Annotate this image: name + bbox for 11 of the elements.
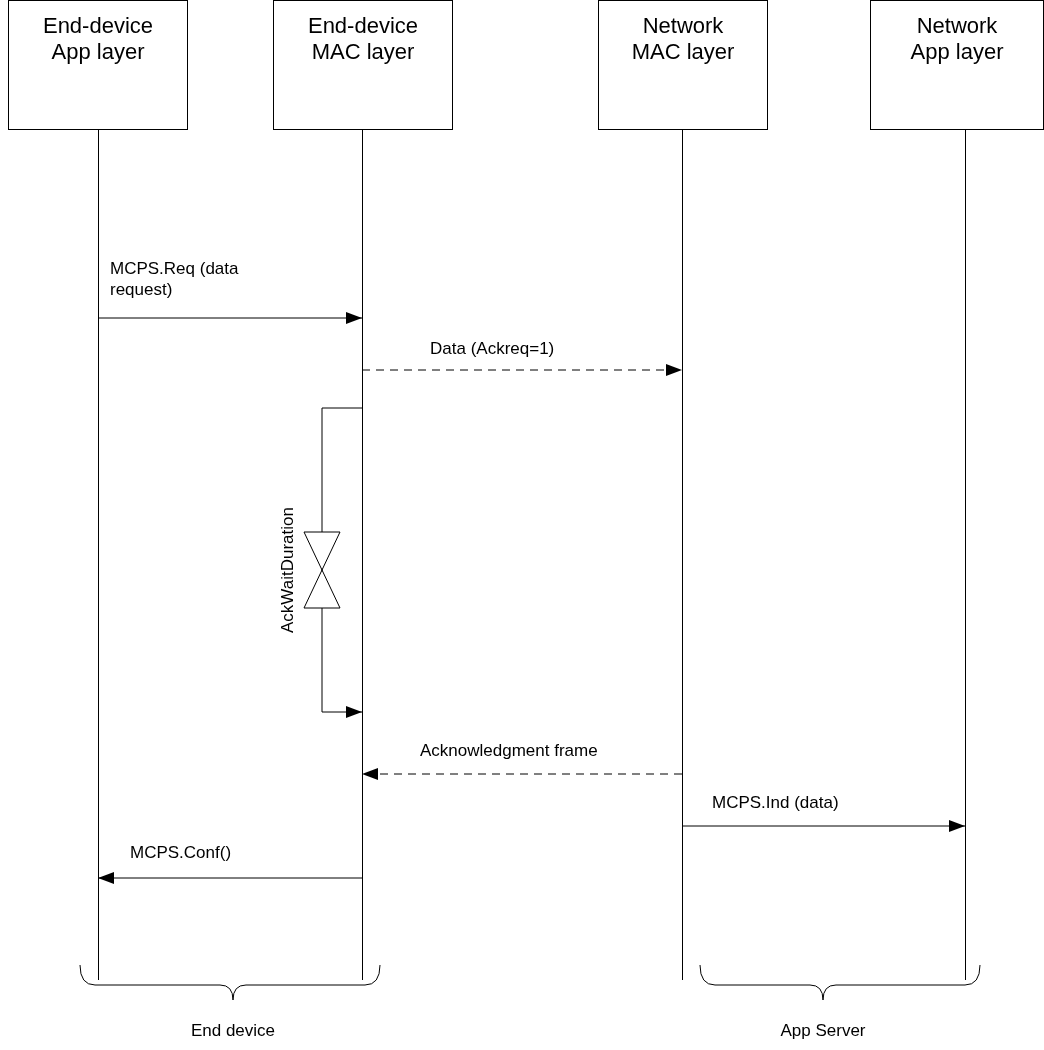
participant-name: End-device App layer [41, 13, 155, 66]
message-arrow [97, 312, 363, 324]
participant-name: Network MAC layer [630, 13, 736, 66]
message-arrow [361, 768, 683, 780]
participant-name: Network App layer [909, 13, 1005, 66]
participant-name: End-device MAC layer [306, 13, 420, 66]
timer-arrow [303, 407, 363, 718]
message-arrow [97, 872, 363, 884]
message-arrow [681, 820, 966, 832]
message-label: AckWaitDuration [277, 507, 298, 633]
message-arrow [361, 364, 683, 376]
